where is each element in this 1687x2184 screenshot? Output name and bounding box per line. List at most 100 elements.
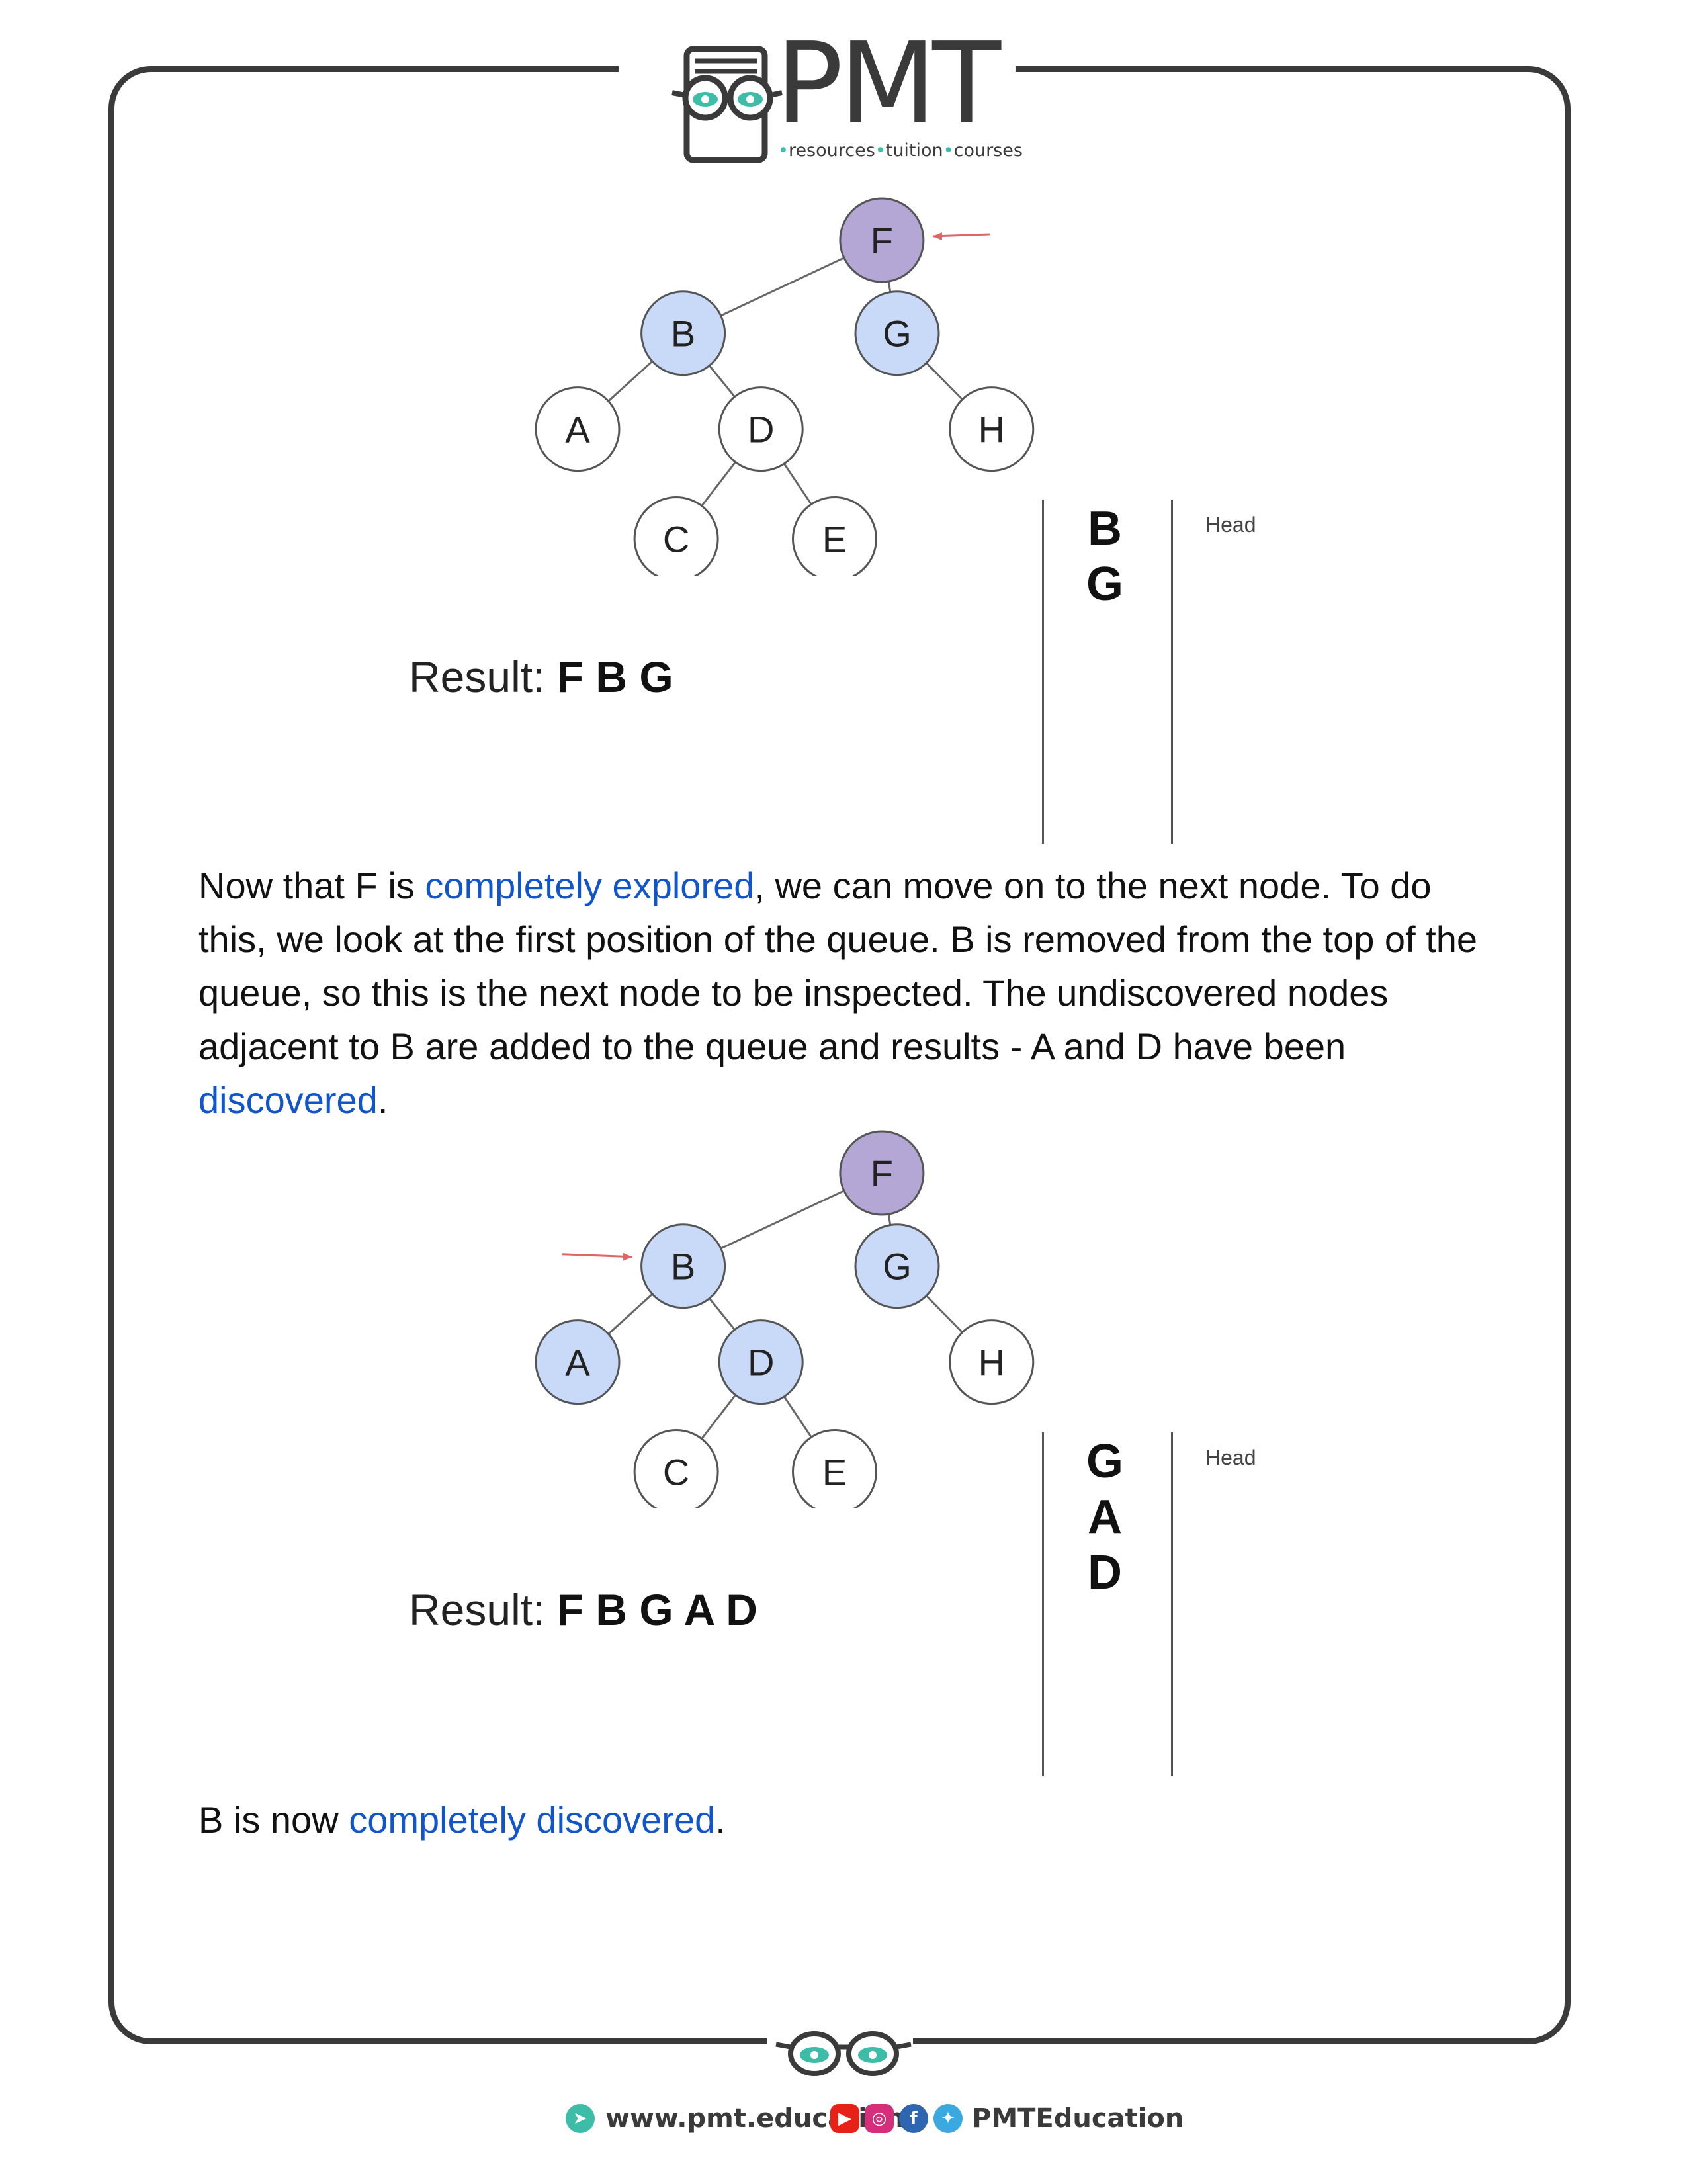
- tree-node-A: A: [535, 386, 621, 472]
- bfs-tree-diagram-step2: F B G A D H C E: [535, 1130, 1035, 1508]
- tree-node-circle: [854, 1223, 940, 1309]
- tree-edge-D-E: [783, 463, 812, 505]
- queue-item-G: G: [1086, 558, 1123, 611]
- tree-edge-D-C: [701, 461, 736, 507]
- tree-edge-B-A: [607, 1293, 653, 1335]
- tree-edge-B-A: [607, 360, 653, 402]
- twitter-icon[interactable]: ✦: [933, 2104, 963, 2133]
- tree-edge-F-G: [887, 281, 892, 292]
- tagline-courses: courses: [953, 140, 1023, 161]
- para1-text-1: Now that F is: [198, 865, 425, 906]
- tree-node-G: G: [854, 1223, 940, 1309]
- tree-node-G: G: [854, 290, 940, 376]
- tree-node-label: B: [671, 313, 695, 355]
- tree-node-B: B: [640, 290, 726, 376]
- tree-edge-D-C: [701, 1394, 736, 1440]
- tree-edge-G-H: [926, 362, 963, 400]
- cursor-icon: ➤: [566, 2104, 595, 2133]
- link-discovered[interactable]: discovered: [198, 1079, 378, 1121]
- tree-node-circle: [633, 496, 719, 576]
- para1-text-2: , we can move on to the next node. To do…: [198, 865, 1478, 1067]
- tree-node-label: G: [883, 313, 912, 355]
- result-values: F B G A D: [556, 1585, 757, 1634]
- tree-node-circle: [718, 386, 804, 472]
- tree-node-label: F: [871, 1153, 893, 1194]
- tagline-resources: resources: [788, 140, 875, 161]
- pointer-arrow-icon: [932, 233, 990, 238]
- tree-node-circle: [640, 1223, 726, 1309]
- tree-node-C: C: [633, 1429, 719, 1508]
- tree-node-A: A: [535, 1319, 621, 1405]
- result-values: F B G: [556, 652, 673, 701]
- result-step2: Result: F B G A D: [409, 1585, 757, 1635]
- tree-node-circle: [535, 386, 621, 472]
- tree-edge-F-G: [887, 1213, 892, 1225]
- queue-item-D: D: [1088, 1546, 1122, 1599]
- pointer-arrowhead-icon: [932, 232, 942, 240]
- tree-node-circle: [949, 386, 1035, 472]
- explanation-paragraph-1: Now that F is completely explored, we ca…: [198, 859, 1508, 1127]
- pointer-arrow-icon: [562, 1253, 632, 1258]
- tree-node-label: A: [565, 409, 590, 451]
- instagram-icon[interactable]: ◎: [865, 2104, 894, 2133]
- bfs-tree-diagram-step1: F B G A D H C E: [535, 197, 1035, 576]
- queue-item-G: G: [1086, 1435, 1123, 1488]
- tree-edge-D-E: [783, 1396, 812, 1438]
- tree-node-circle: [949, 1319, 1035, 1405]
- queue-left-line: [1042, 1432, 1044, 1776]
- tree-node-C: C: [633, 496, 719, 576]
- para1-text-3: .: [377, 1079, 388, 1121]
- tree-node-circle: [640, 290, 726, 376]
- tree-node-label: B: [671, 1246, 695, 1288]
- result-step1: Result: F B G: [409, 652, 673, 702]
- tree-node-label: F: [871, 220, 893, 261]
- para2-text-2: .: [715, 1799, 726, 1841]
- facebook-icon[interactable]: f: [899, 2104, 928, 2133]
- tree-node-label: H: [978, 1342, 1005, 1383]
- tree-node-circle: [792, 1429, 877, 1508]
- tree-node-D: D: [718, 386, 804, 472]
- tree-node-label: H: [978, 409, 1005, 451]
- social-handle[interactable]: PMTEducation: [972, 2103, 1184, 2134]
- footer-glasses-icon: [775, 2031, 912, 2076]
- tree-node-B: B: [640, 1223, 726, 1309]
- tree-edge-B-D: [709, 365, 736, 398]
- queue-item-A: A: [1088, 1491, 1122, 1544]
- tree-node-E: E: [792, 1429, 877, 1508]
- pointer-arrowhead-icon: [623, 1252, 632, 1261]
- result-label: Result:: [409, 652, 545, 701]
- logo-tagline: •resources•tuition•courses: [778, 140, 1023, 161]
- link-completely-discovered[interactable]: completely discovered: [349, 1799, 716, 1841]
- tree-node-H: H: [949, 386, 1035, 472]
- tree-edge-F-B: [720, 257, 845, 317]
- tree-node-label: A: [565, 1342, 590, 1383]
- tagline-tuition: tuition: [885, 140, 943, 161]
- tree-node-F: F: [839, 197, 925, 283]
- tree-node-label: C: [663, 1452, 689, 1493]
- explanation-paragraph-2: B is now completely discovered.: [198, 1793, 1508, 1847]
- youtube-icon[interactable]: ▶: [830, 2104, 859, 2133]
- tree-node-circle: [839, 1130, 925, 1216]
- tree-edge-G-H: [926, 1295, 963, 1333]
- queue-head-label: Head: [1205, 513, 1256, 537]
- tree-node-circle: [839, 197, 925, 283]
- tree-node-H: H: [949, 1319, 1035, 1405]
- para2-text-1: B is now: [198, 1799, 349, 1841]
- link-completely-explored[interactable]: completely explored: [425, 865, 755, 906]
- queue-head-label: Head: [1205, 1446, 1256, 1469]
- tree-edge-B-D: [709, 1297, 736, 1331]
- tree-node-circle: [854, 290, 940, 376]
- tree-node-label: E: [822, 519, 847, 560]
- tree-node-circle: [633, 1429, 719, 1508]
- queue-right-line: [1171, 1432, 1173, 1776]
- tree-node-D: D: [718, 1319, 804, 1405]
- tree-node-circle: [535, 1319, 621, 1405]
- footer-social: ▶ ◎ f ✦ PMTEducation: [830, 2099, 1184, 2138]
- tree-node-circle: [792, 496, 877, 576]
- tree-edge-F-B: [720, 1190, 845, 1250]
- tree-node-F: F: [839, 1130, 925, 1216]
- logo-wordmark: PMT: [775, 19, 1001, 150]
- tree-node-label: C: [663, 519, 689, 560]
- pmt-logo-icon: [671, 46, 783, 163]
